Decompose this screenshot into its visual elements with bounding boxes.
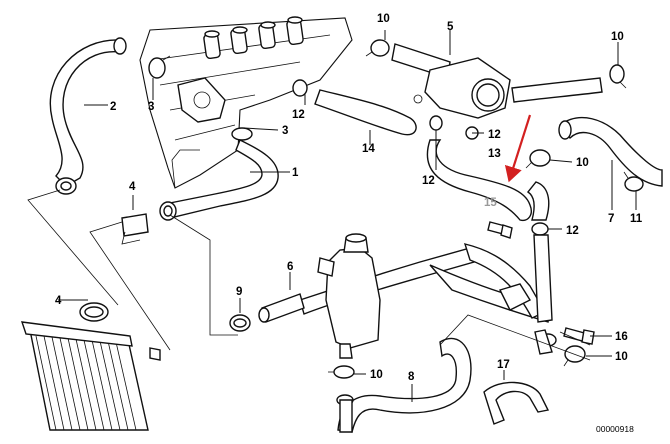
callout-1: 1 — [292, 167, 299, 179]
engine-block — [139, 16, 353, 189]
callout-10-low: 10 — [370, 369, 383, 381]
bolt-15 — [487, 221, 513, 239]
callout-2: 2 — [110, 101, 116, 113]
bolt-16 — [563, 327, 595, 345]
callout-labels: 1 2 3 3 4 4 5 6 7 8 9 10 10 10 10 10 11 … — [55, 13, 643, 434]
heater-hose — [426, 139, 550, 222]
hose-clamp-10d — [328, 365, 355, 379]
hose-clamp-10e — [563, 345, 586, 367]
callout-16: 16 — [615, 331, 628, 343]
bypass-hose — [314, 89, 417, 136]
callout-10-top: 10 — [377, 13, 390, 25]
expansion-tank — [317, 233, 381, 359]
callout-4-lower: 4 — [55, 295, 62, 307]
callout-12-d: 12 — [566, 225, 579, 237]
hose-clamp-12d — [531, 222, 549, 236]
radiator — [20, 321, 161, 431]
callout-10-mid: 10 — [576, 157, 589, 169]
callout-10-low-right: 10 — [615, 351, 628, 363]
pipe-stub-6 — [258, 293, 305, 323]
water-pump-hose — [159, 127, 279, 221]
hose-clamp-4b — [79, 302, 109, 322]
hose-clamp-10b — [609, 64, 627, 89]
radiator-upper-hose — [49, 37, 127, 195]
coolant-pipe-6 — [299, 234, 557, 355]
reference-lines — [27, 189, 591, 361]
radiator-lower-hose-7 — [558, 116, 663, 187]
intake-runners — [203, 16, 304, 60]
callout-12-c: 12 — [422, 175, 435, 187]
hose-clamp-12b — [429, 115, 443, 131]
callout-5: 5 — [447, 21, 454, 33]
callout-8: 8 — [408, 371, 415, 383]
hose-clamp-10a — [365, 39, 390, 57]
callout-15: 15 — [484, 197, 497, 209]
callout-6: 6 — [287, 261, 293, 273]
callout-4-upper: 4 — [129, 181, 136, 193]
callout-14: 14 — [362, 143, 375, 155]
callout-11: 11 — [630, 213, 643, 225]
callout-7: 7 — [608, 213, 614, 225]
callout-13: 13 — [488, 148, 501, 160]
callout-3-mid: 3 — [282, 125, 288, 137]
thermostat-housing — [177, 77, 226, 123]
o-ring-9 — [229, 314, 251, 332]
callout-12-b: 12 — [488, 129, 501, 141]
highlight-arrow — [504, 114, 532, 183]
expansion-tank-hose-8 — [336, 337, 472, 433]
callout-3-top: 3 — [148, 101, 154, 113]
callout-12-a: 12 — [292, 109, 305, 121]
hose-clamp-12a — [292, 79, 308, 97]
bracket-17 — [483, 381, 550, 425]
callout-9: 9 — [236, 286, 242, 298]
hose-clamp-10c — [525, 149, 551, 169]
hose-clamp-11 — [623, 171, 644, 192]
diagram-id: 00000918 — [596, 424, 634, 434]
hose-clamp-3a — [148, 55, 171, 79]
hose-clamp-4a — [121, 213, 149, 245]
coolant-pipe-5 — [391, 43, 603, 119]
callout-10-right: 10 — [611, 31, 624, 43]
callout-17: 17 — [497, 359, 510, 371]
leader-lines — [58, 30, 637, 402]
